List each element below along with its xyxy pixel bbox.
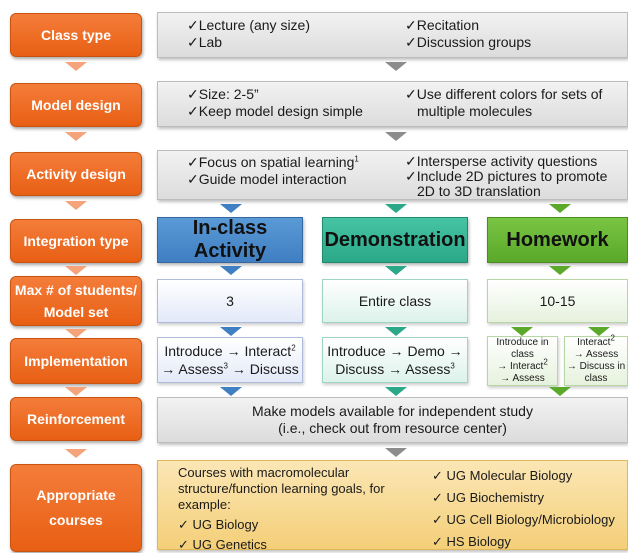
implementation-demo: Introduce → Demo → Discuss → Assess3 [322,337,468,383]
activity-design-item: ✓Focus on spatial learning1 [187,154,359,170]
model-design-item: ✓Keep model design simple [187,103,363,119]
header-demonstration: Demonstration [322,217,468,263]
arrow-down-icon [65,329,87,338]
arrow-down-icon [549,266,571,275]
arrow-down-icon [549,204,571,213]
label-class-type: Class type [10,13,142,57]
course-item: ✓ UG Genetics [178,537,267,552]
arrow-down-icon [65,387,87,396]
label-model-design: Model design [10,83,142,127]
implementation-homework-option-b: Interact2 → Assess → Discuss in class [564,334,628,386]
activity-design-item: ✓Include 2D pictures to promote [405,168,608,184]
header-in-class-activity: In-class Activity [157,217,303,263]
arrow-down-icon [385,448,407,457]
activity-design-item: ✓Intersperse activity questions [405,153,598,169]
label-activity-design: Activity design [10,152,142,196]
arrow-down-icon [65,449,87,458]
class-type-item: ✓Lab [187,34,223,50]
label-appropriate-courses: Appropriate courses [10,464,142,552]
arrow-down-icon [65,62,87,71]
arrow-down-icon [65,266,87,275]
arrow-down-icon [220,387,242,396]
model-design-item: ✓Size: 2-5” [187,86,259,102]
course-item: ✓ UG Biochemistry [432,490,545,505]
course-item: ✓ HS Biology [432,534,511,549]
activity-design-item: 2D to 3D translation [417,183,541,199]
arrow-down-icon [385,132,407,141]
label-max-students: Max # of students/Model set [10,276,142,326]
arrow-down-icon [385,266,407,275]
model-design-item: ✓Use different colors for sets of [405,86,603,102]
arrow-down-icon [220,266,242,275]
max-students-demo: Entire class [322,279,468,323]
arrow-down-icon [588,327,610,336]
label-implementation: Implementation [10,338,142,384]
activity-design-box: ✓Focus on spatial learning1 ✓Guide model… [157,150,628,200]
reinforcement-box: Make models available for independent st… [157,397,628,443]
max-students-homework: 10-15 [487,279,628,323]
label-integration-type: Integration type [10,219,142,263]
appropriate-courses-box: Courses with macromolecular structure/fu… [157,460,628,552]
arrow-down-icon [220,204,242,213]
arrow-down-icon [385,204,407,213]
arrow-down-icon [220,327,242,336]
arrow-down-icon [65,132,87,141]
class-type-box: ✓Lecture (any size) ✓Lab ✓Recitation ✓Di… [157,12,628,58]
course-item: ✓ UG Cell Biology/Microbiology [432,512,615,527]
arrow-down-icon [385,327,407,336]
course-item: ✓ UG Molecular Biology [432,468,573,483]
implementation-homework-option-a: Introduce in class → Interact2 → Assess [487,336,558,386]
implementation-in-class: Introduce → Interact2 → Assess3 → Discus… [157,337,303,383]
class-type-item: ✓Lecture (any size) [187,17,310,33]
class-type-item: ✓Recitation [405,17,479,33]
arrow-down-icon [511,327,533,336]
arrow-down-icon [65,201,87,210]
activity-design-item: ✓Guide model interaction [187,171,347,187]
arrow-down-icon [385,387,407,396]
model-design-box: ✓Size: 2-5” ✓Keep model design simple ✓U… [157,81,628,127]
label-reinforcement: Reinforcement [10,397,142,441]
max-students-in-class: 3 [157,279,303,323]
class-type-item: ✓Discussion groups [405,34,532,50]
arrow-down-icon [385,62,407,71]
header-homework: Homework [487,217,628,263]
arrow-down-icon [549,387,571,396]
model-design-item: multiple molecules [417,103,533,119]
course-item: ✓ UG Biology [178,517,259,532]
